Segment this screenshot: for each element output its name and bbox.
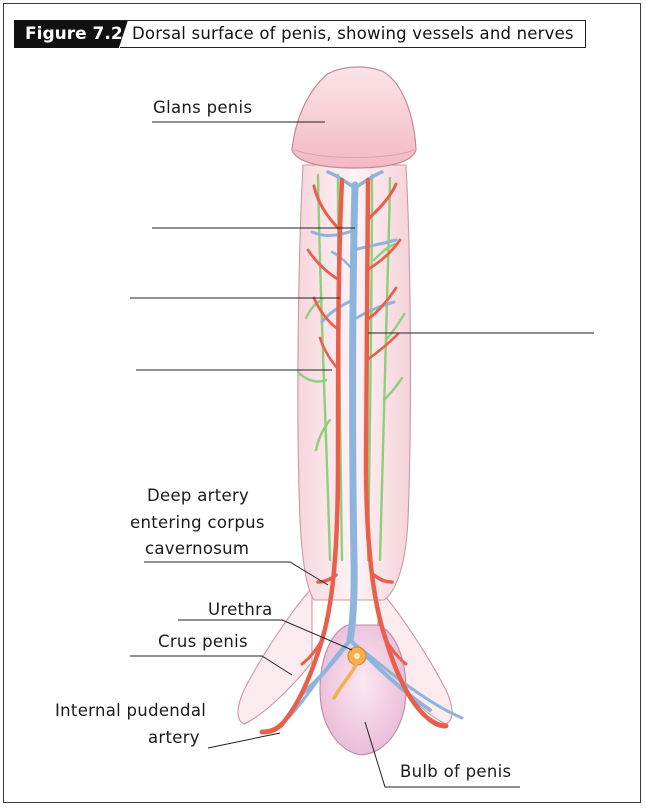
label-crus-penis: Crus penis bbox=[158, 632, 248, 651]
figure-caption: Dorsal surface of penis, showing vessels… bbox=[120, 20, 586, 48]
dorsal-nerves bbox=[296, 173, 406, 562]
bulb-of-penis bbox=[319, 624, 407, 756]
corona-line bbox=[294, 149, 415, 158]
label-internal-pudendal-line2: artery bbox=[148, 728, 200, 747]
label-internal-pudendal-line1: Internal pudendal bbox=[55, 701, 207, 720]
leader-lines bbox=[130, 121, 594, 788]
figure-number: Figure 7.2 bbox=[14, 20, 128, 48]
label-glans-penis: Glans penis bbox=[153, 98, 253, 117]
label-deep-artery-line2: entering corpus bbox=[130, 513, 265, 532]
label-bulb-of-penis: Bulb of penis bbox=[400, 762, 512, 781]
glans-penis bbox=[291, 66, 417, 169]
dorsal-arteries bbox=[259, 177, 449, 735]
label-deep-artery-line1: Deep artery bbox=[147, 486, 250, 505]
label-deep-artery-line3: cavernosum bbox=[145, 539, 250, 558]
crus-left bbox=[237, 586, 313, 725]
urethra bbox=[332, 646, 367, 700]
label-urethra: Urethra bbox=[208, 600, 273, 619]
